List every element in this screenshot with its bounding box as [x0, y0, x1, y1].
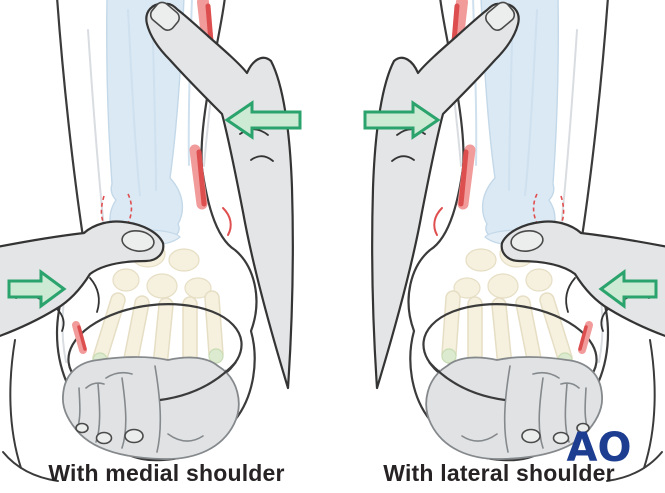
- ao-foundation-logo: AO: [567, 425, 632, 471]
- panel-caption-medial: With medial shoulder: [48, 460, 285, 486]
- panel-caption-lateral: With lateral shoulder: [383, 460, 615, 486]
- ao-logo-text: AO: [567, 425, 632, 471]
- panel-lateral-shoulder: [365, 0, 665, 481]
- panel-medial-shoulder: [0, 0, 300, 481]
